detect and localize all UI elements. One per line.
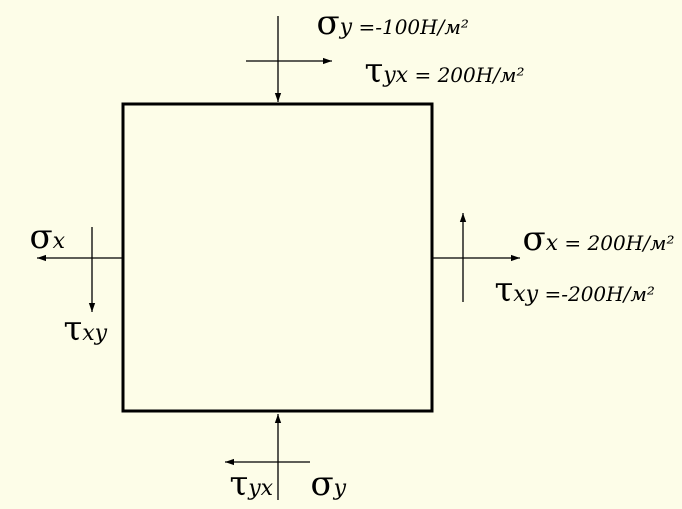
left-tau-label: τxy bbox=[38, 309, 122, 349]
element-square bbox=[121, 102, 434, 413]
top-tau-label: τyx = 200Н/м² bbox=[339, 51, 540, 91]
left-sigma-label: σx bbox=[4, 217, 80, 257]
bottom-tau-label: τyx bbox=[204, 464, 288, 504]
top-sigma-label: σy =-100Н/м² bbox=[291, 3, 484, 43]
bottom-sigma-label: σy bbox=[285, 464, 361, 504]
right-sigma-label: σx = 200Н/м² bbox=[497, 219, 682, 259]
right-tau-label: τxy =-200Н/м² bbox=[469, 270, 670, 310]
